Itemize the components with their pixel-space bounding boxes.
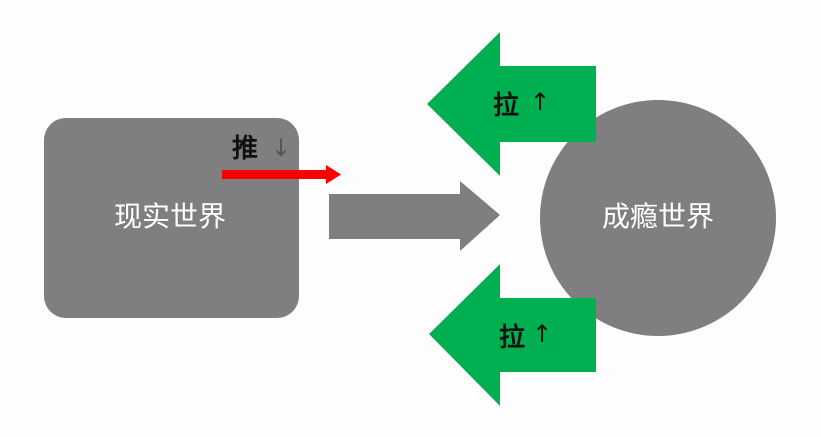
pull-arrow-top xyxy=(427,32,596,176)
real-world-box xyxy=(44,118,299,318)
real-world-label: 现实世界 xyxy=(114,200,226,233)
addiction-world-circle xyxy=(540,100,776,336)
push-arrow-head xyxy=(326,165,341,184)
push-down-arrow-icon: ↓ xyxy=(271,134,291,162)
pull-up-arrow-icon: ↑ xyxy=(532,320,552,348)
push-arrow-shaft xyxy=(222,170,330,179)
pull-up-arrow-icon: ↑ xyxy=(530,88,550,116)
addiction-world-label: 成瘾世界 xyxy=(602,200,714,233)
pull-label-top: 拉 xyxy=(493,90,519,121)
pull-label-bottom: 拉 xyxy=(499,322,525,353)
push-label: 推 xyxy=(232,134,258,164)
transition-arrow xyxy=(329,181,500,251)
pull-arrow-bottom xyxy=(429,264,596,406)
